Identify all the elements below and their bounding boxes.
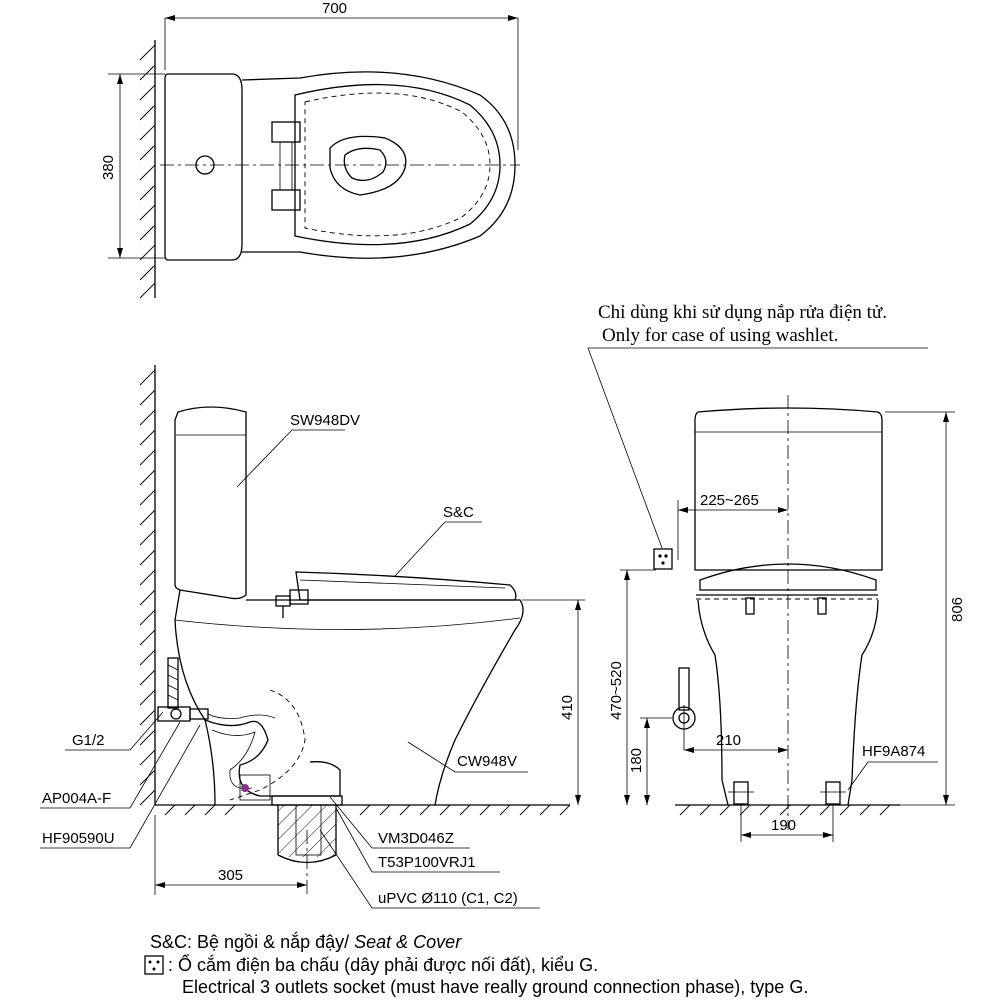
bowl-front-outline: [246, 599, 524, 806]
seat-side-outline: [295, 571, 517, 601]
socket-height-dimension: 470~520: [608, 661, 625, 720]
tank-model-label: SW948DV: [290, 412, 360, 429]
washlet-note-en: Only for case of using washlet.: [602, 325, 838, 346]
bolt-model-label: HF9A874: [862, 743, 925, 760]
hose-model-label: HF90590U: [42, 830, 115, 847]
drain-pipe-label: uPVC Ø110 (C1, C2): [378, 890, 518, 907]
floor-bolt-left: [733, 781, 749, 805]
drain-pipe: [277, 805, 337, 855]
bolt-spacing-dimension: 190: [771, 817, 796, 834]
sealing-ring-icon: [241, 784, 249, 792]
supply-height-dimension: 180: [628, 748, 645, 773]
socket-offset-dimension: 225~265: [700, 492, 759, 509]
top-wall-hatch: [139, 44, 156, 299]
top-view: 700 380: [100, 0, 520, 299]
bowl-front-right: [847, 599, 879, 806]
trapway-outline: [204, 719, 341, 797]
tank-side-outline: [174, 406, 247, 600]
seat-top-outline: [294, 83, 501, 246]
bowl-back-outline: [174, 589, 216, 806]
supply-offset-dimension: 210: [716, 732, 741, 749]
side-view: 410 305 SW948DV S&C CW948V G1/2 AP004A-F…: [40, 365, 585, 909]
legend-sc-italic: Seat & Cover: [354, 932, 462, 952]
flange-model-label: VM3D046Z: [378, 830, 454, 847]
floor-flange: [271, 795, 343, 806]
bowl-opening: [329, 135, 407, 196]
hinge-upper: [271, 121, 301, 143]
tank-top-outline: [164, 73, 243, 261]
legend-socket-icon: [144, 955, 164, 975]
total-height-dimension: 806: [949, 597, 966, 622]
supply-hose: [167, 657, 179, 709]
electrical-socket-icon: [653, 548, 673, 570]
legend-sc-line: S&C: Bệ ngồi & nắp đậy/ Seat & Cover: [150, 931, 462, 952]
hinge-lower: [271, 189, 301, 211]
bowl-top-outline: [241, 71, 516, 259]
width-dimension: 700: [322, 0, 347, 17]
legend: S&C: Bệ ngồi & nắp đậy/ Seat & Cover : Ổ…: [144, 931, 808, 997]
height-410-dimension: 410: [559, 695, 576, 720]
bowl-model-label: CW948V: [457, 753, 517, 770]
floor-bolt-right: [825, 781, 841, 805]
rough-in-dimension: 305: [218, 867, 243, 884]
legend-socket-vi: : Ổ cắm điện ba chấu (dây phải được nối …: [168, 954, 598, 975]
valve-thread-label: G1/2: [72, 732, 105, 749]
bowl-front-left: [697, 599, 729, 806]
front-supply-hose: [678, 667, 690, 711]
seat-label: S&C: [443, 504, 474, 521]
tank-front-outline: [694, 407, 883, 571]
legend-socket-en: Electrical 3 outlets socket (must have r…: [182, 977, 808, 997]
washlet-note-vi: Chỉ dùng khi sử dụng nắp rửa điện tử.: [598, 302, 887, 323]
connector-model-label: T53P100VRJ1: [378, 854, 476, 871]
seat-front-outline: [699, 563, 877, 591]
front-view: Chỉ dùng khi sử dụng nắp rửa điện tử. On…: [587, 302, 966, 842]
angle-valve-label: AP004A-F: [42, 790, 111, 807]
legend-sc-prefix: S&C: Bệ ngồi & nắp đậy/: [150, 931, 354, 952]
depth-dimension: 380: [100, 155, 117, 180]
